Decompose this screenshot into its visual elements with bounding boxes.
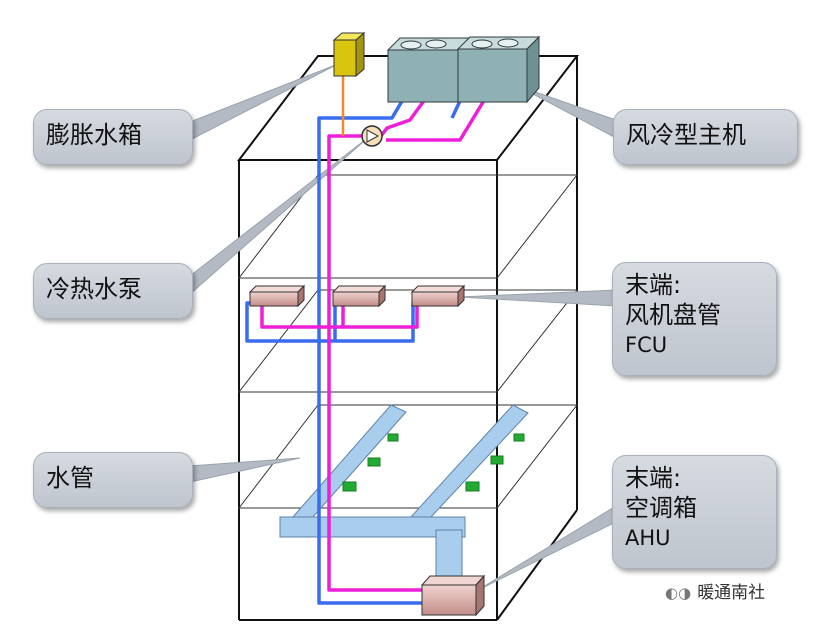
duct-diagonal-right: [408, 404, 529, 519]
chiller-label-text: 风冷型主机: [626, 121, 746, 149]
floor-plane-1: [237, 174, 579, 279]
ahu-label-line-2: 空调箱: [625, 494, 697, 522]
return-fcu-loop: [260, 304, 419, 329]
pump-label-text: 冷热水泵: [46, 275, 142, 303]
floor-plane-2: [237, 289, 579, 393]
leader-fcu: [459, 289, 617, 307]
expansion-tank: [332, 31, 366, 78]
fcu-unit-3: [410, 284, 466, 308]
frame-bottom-right: [496, 509, 578, 621]
diffusers: [342, 433, 525, 492]
chiller-label: 风冷型主机: [613, 109, 798, 165]
supply-riser: [317, 85, 428, 605]
air-handling-unit: [420, 574, 486, 617]
wechat-icon: ◐◑: [665, 584, 692, 602]
fcu-unit-1: [248, 284, 306, 308]
diffuser: [387, 433, 399, 442]
leader-pipe: [189, 457, 301, 483]
building-frame: [236, 55, 580, 621]
fcu-label-line-2: 风机盘管: [625, 301, 721, 329]
ahu-label-line-1: 末端:: [625, 464, 682, 492]
fcu-label-line-3: FCU: [625, 333, 668, 357]
floor-plane-3: [237, 404, 579, 509]
diffuser: [490, 455, 504, 465]
water-pipe-label-text: 水管: [46, 464, 94, 492]
watermark: ◐◑ 暖通南社: [665, 578, 765, 603]
duct-diagonal-left: [290, 404, 407, 519]
diffuser: [367, 457, 381, 467]
watermark-text: 暖通南社: [697, 583, 766, 603]
leader-lines: [189, 63, 617, 591]
expansion-tank-label: 膨胀水箱: [33, 109, 193, 165]
fan-coil-units: [248, 284, 466, 308]
diffuser: [465, 481, 480, 492]
fcu-unit-2: [331, 284, 387, 308]
air-duct-network: [279, 404, 529, 589]
diffuser: [513, 433, 525, 442]
fcu-label-line-1: 末端:: [625, 271, 682, 299]
supply-fcu-loop: [245, 301, 418, 343]
fcu-label: 末端: 风机盘管 FCU: [612, 262, 777, 376]
floor-planes: [237, 174, 579, 509]
ahu-label: 末端: 空调箱 AHU: [612, 455, 777, 569]
duct-main-horizontal: [279, 516, 466, 538]
return-branch-right: [386, 83, 496, 142]
air-cooled-chiller: [386, 35, 541, 104]
leader-ahu: [477, 505, 617, 591]
pump-label: 冷热水泵: [33, 263, 193, 319]
water-pump: [361, 125, 383, 147]
ahu-label-line-3: AHU: [625, 526, 671, 550]
diffuser: [342, 481, 357, 492]
water-pipe-label: 水管: [33, 452, 193, 508]
expansion-tank-label-text: 膨胀水箱: [46, 121, 142, 149]
chiller-unit-right: [456, 35, 541, 104]
